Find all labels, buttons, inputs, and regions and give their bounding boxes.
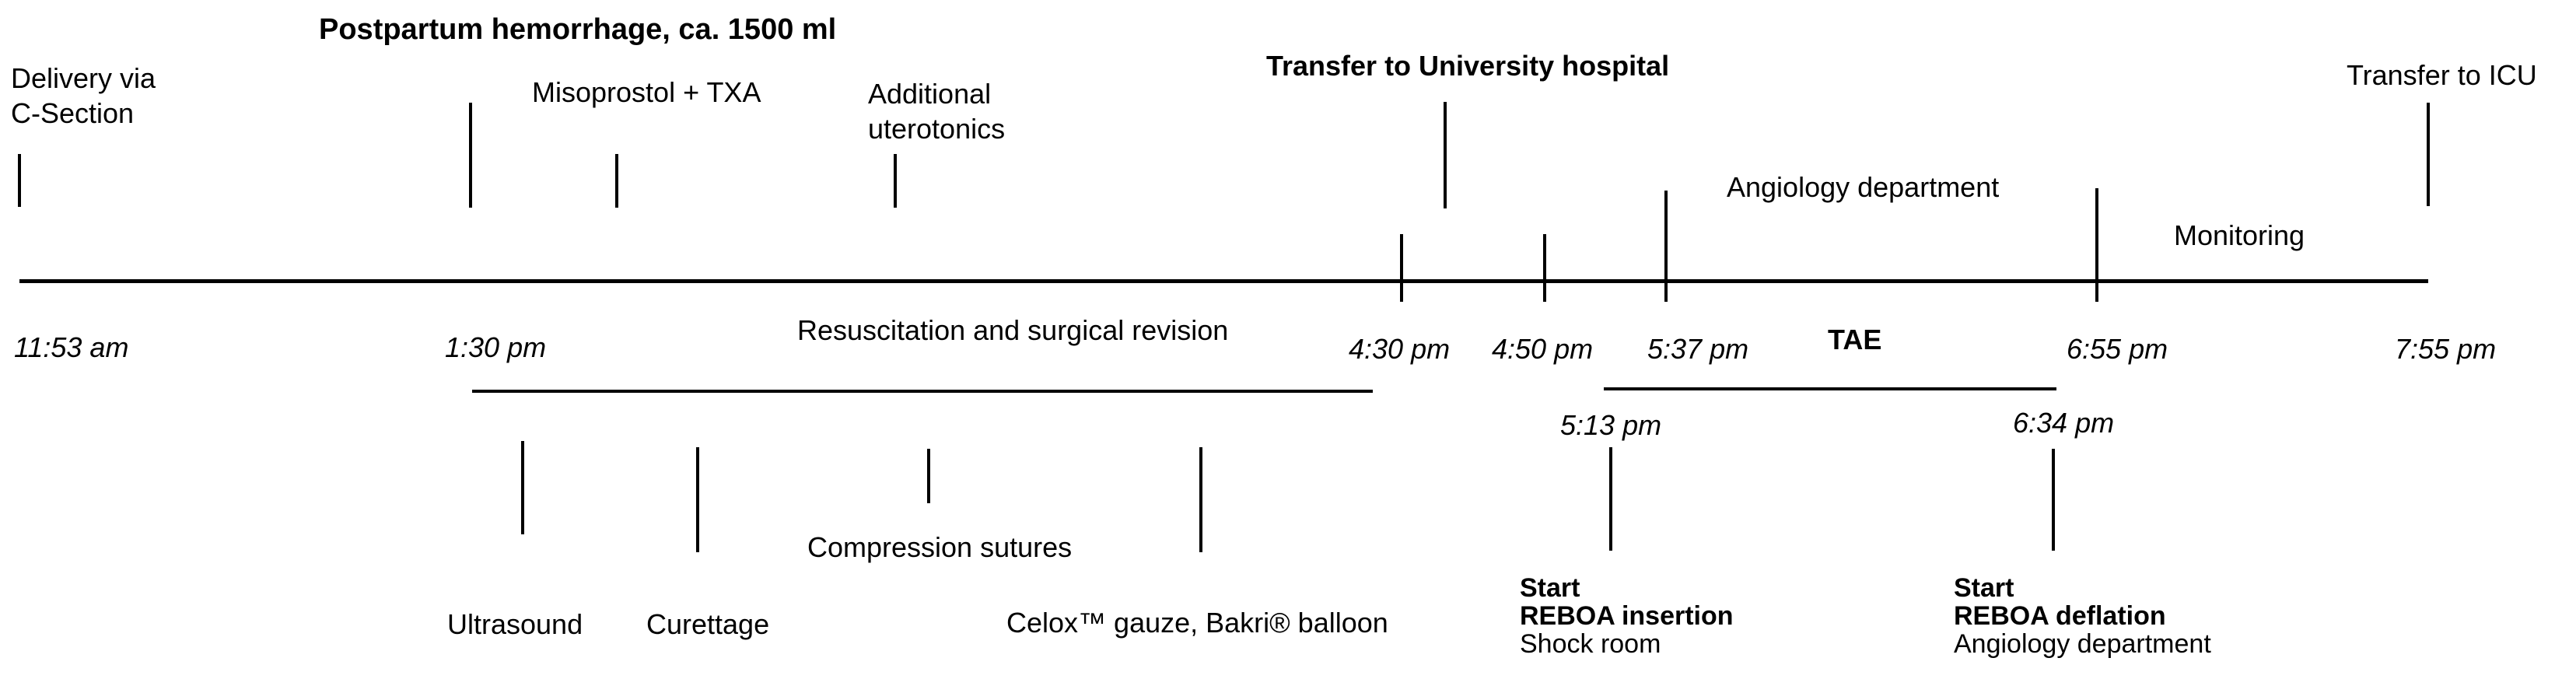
time-5-13pm: 5:13 pm xyxy=(1560,409,1662,441)
tick-5-37pm xyxy=(1664,191,1668,302)
tick-transfer-icu xyxy=(2427,103,2430,206)
tick-compression-sutures xyxy=(927,449,930,503)
tick-transfer-university xyxy=(1444,102,1447,208)
event-transfer-icu-label: Transfer to ICU xyxy=(2347,59,2537,91)
procedure-celox-bakri-label: Celox™ gauze, Bakri® balloon xyxy=(1006,607,1388,639)
procedure-ultrasound-label: Ultrasound xyxy=(447,608,583,640)
time-5-37pm: 5:37 pm xyxy=(1647,333,1749,365)
tick-celox-bakri xyxy=(1199,447,1202,552)
tick-uterotonics xyxy=(894,154,897,208)
reboa-insertion-location: Shock room xyxy=(1520,629,1661,659)
reboa-deflation-block: Start REBOA deflation Angiology departme… xyxy=(1954,574,2211,658)
procedure-curettage-label: Curettage xyxy=(646,608,770,640)
phase-resuscitation-label: Resuscitation and surgical revision xyxy=(797,314,1229,346)
tick-ultrasound xyxy=(521,441,524,534)
time-6-34pm: 6:34 pm xyxy=(2013,407,2115,439)
reboa-insertion-heading: Start REBOA insertion xyxy=(1520,573,1734,631)
event-transfer-university-label: Transfer to University hospital xyxy=(1266,50,1670,82)
tick-delivery xyxy=(18,154,21,207)
tick-4-50pm xyxy=(1543,234,1546,302)
reboa-deflation-location: Angiology department xyxy=(1954,629,2211,659)
time-11-53am: 11:53 am xyxy=(14,331,129,363)
event-angiology-department-label: Angiology department xyxy=(1727,171,2000,203)
event-monitoring-label: Monitoring xyxy=(2174,219,2305,251)
time-4-50pm: 4:50 pm xyxy=(1492,333,1594,365)
event-uterotonics-label: Additional uterotonics xyxy=(868,78,1006,145)
tick-reboa-insertion xyxy=(1609,447,1612,551)
procedure-compression-sutures-label: Compression sutures xyxy=(807,531,1073,563)
diagram-title: Postpartum hemorrhage, ca. 1500 ml xyxy=(319,13,837,46)
time-1-30pm: 1:30 pm xyxy=(445,331,547,363)
tick-curettage xyxy=(696,447,699,552)
reboa-insertion-block: Start REBOA insertion Shock room xyxy=(1520,574,1734,658)
tick-4-30pm xyxy=(1400,234,1403,302)
tick-1-30pm xyxy=(469,103,472,208)
tick-misoprostol xyxy=(615,154,618,208)
event-misoprostol-label: Misoprostol + TXA xyxy=(532,76,761,108)
time-4-30pm: 4:30 pm xyxy=(1349,333,1451,365)
event-delivery-label: Delivery via C-Section xyxy=(11,62,156,129)
tick-6-55pm xyxy=(2095,188,2098,302)
time-axis xyxy=(19,279,2428,283)
time-6-55pm: 6:55 pm xyxy=(2067,333,2168,365)
tick-reboa-deflation xyxy=(2052,449,2055,551)
phase-tae-label: TAE xyxy=(1828,324,1882,355)
bracket-resuscitation xyxy=(472,390,1373,393)
reboa-deflation-heading: Start REBOA deflation xyxy=(1954,573,2166,631)
bracket-reboa-tae xyxy=(1604,387,2056,390)
time-7-55pm: 7:55 pm xyxy=(2395,333,2497,365)
